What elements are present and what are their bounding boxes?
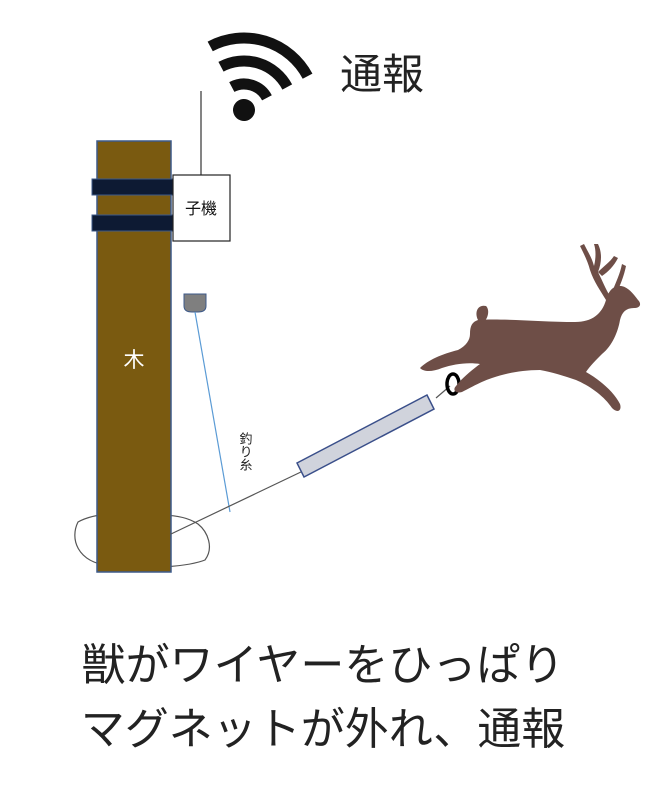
tree-trunk xyxy=(96,140,172,573)
tree-band-lower xyxy=(91,214,174,232)
wire-tube xyxy=(295,393,436,479)
fishing-line-label: 釣り糸 xyxy=(237,431,253,471)
tree-band-upper xyxy=(91,178,174,196)
caption-line-2: マグネットが外れ、通報 xyxy=(81,704,565,755)
deer-icon xyxy=(420,244,641,411)
caption-line-1: 獣がワイヤーをひっぱり xyxy=(82,640,565,691)
child-unit-box xyxy=(172,174,231,242)
child-unit-label: 子機 xyxy=(185,199,217,218)
tree-label: 木 xyxy=(124,348,145,372)
magnet xyxy=(183,293,207,313)
wifi-signal-icon xyxy=(207,32,313,121)
notify-label: 通報 xyxy=(340,50,424,99)
fishing-line xyxy=(194,311,231,513)
wire xyxy=(170,470,304,535)
